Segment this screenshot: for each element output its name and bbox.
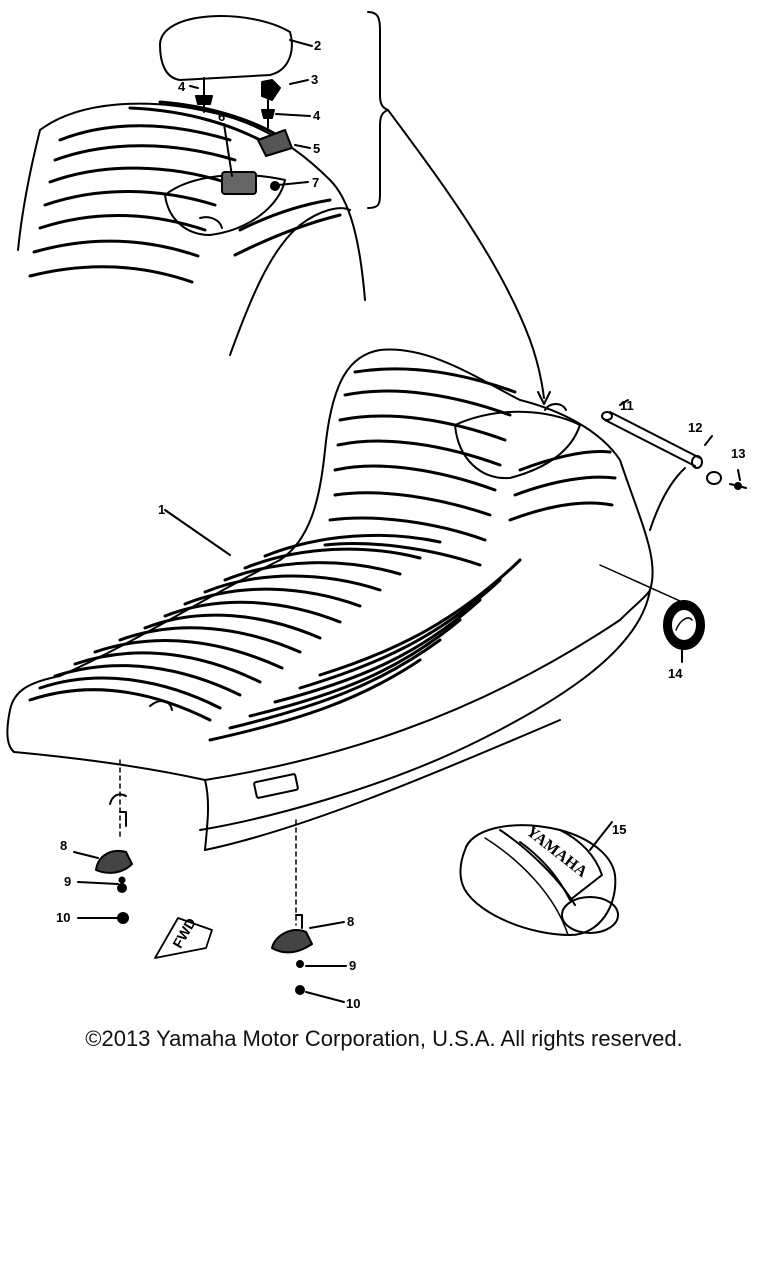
callout-12: 12 [688, 420, 702, 435]
callout-9a: 9 [64, 874, 71, 889]
callout-labels: 1 2 3 4 4 5 6 7 8 9 10 8 9 10 11 12 13 1… [56, 38, 745, 1010]
seat-emblem-slot [253, 773, 299, 799]
washer-part-12 [706, 471, 722, 485]
callout-14: 14 [668, 666, 683, 681]
callout-1: 1 [158, 502, 165, 517]
callout-10b: 10 [346, 996, 360, 1010]
inset-leader-line [387, 109, 545, 399]
inset-seat-detail [17, 100, 366, 356]
callout-15: 15 [612, 822, 626, 837]
main-seat [6, 348, 701, 851]
callout-9b: 9 [349, 958, 356, 973]
callout-11: 11 [620, 398, 634, 413]
callout-5: 5 [313, 141, 320, 156]
fwd-label: FWD [169, 915, 199, 951]
clip-part-6 [221, 171, 257, 195]
callout-7: 7 [312, 175, 319, 190]
callout-3: 3 [311, 72, 318, 87]
fwd-arrow-mark [154, 917, 213, 959]
callout-10a: 10 [56, 910, 70, 925]
lower-brackets-left [73, 759, 133, 924]
tool-bag-part-15 [459, 821, 619, 936]
callout-4a: 4 [178, 79, 186, 94]
hinge-parts [601, 399, 747, 531]
callout-6: 6 [218, 109, 225, 124]
callout-4b: 4 [313, 108, 321, 123]
inset-bracket [367, 11, 389, 209]
callout-8a: 8 [60, 838, 67, 853]
seat-exploded-diagram: FWD YAMAHA 1 2 3 4 4 5 6 7 8 9 10 8 9 10… [6, 11, 747, 1010]
callout-8b: 8 [347, 914, 354, 929]
callout-2: 2 [314, 38, 321, 53]
lower-brackets-right [271, 819, 347, 1003]
emblem-part-14 [663, 600, 705, 663]
callout-13: 13 [731, 446, 745, 461]
seat-pad-part-2 [159, 15, 293, 81]
fastener-parts-inset [189, 77, 311, 191]
copyright-notice: ©2013 Yamaha Motor Corporation, U.S.A. A… [85, 1026, 683, 1051]
